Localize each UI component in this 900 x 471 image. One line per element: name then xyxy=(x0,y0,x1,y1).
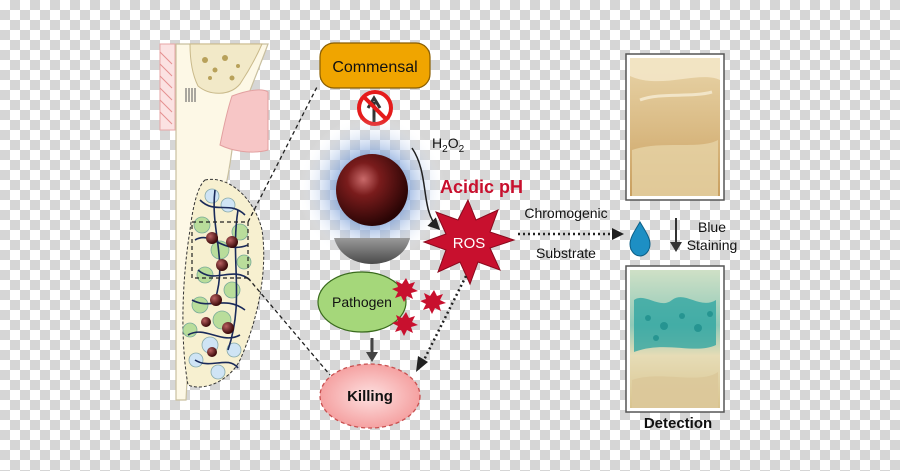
pathogen-node: Pathogen xyxy=(317,271,407,333)
tooth-illustration xyxy=(159,43,269,401)
gum-hatch-lines xyxy=(159,51,173,125)
substrate-label: Substrate xyxy=(536,245,596,261)
staining-label: Staining xyxy=(687,237,738,253)
zoom-box xyxy=(191,221,249,279)
ros-to-killing-arrow xyxy=(416,275,468,372)
zoom-connectors xyxy=(247,84,331,376)
pulp-dots xyxy=(202,55,240,81)
pulp-area xyxy=(189,43,263,94)
h2o2-to-ros-arrow xyxy=(411,147,441,231)
ros-label: ROS xyxy=(453,235,486,252)
chromogenic-label: Chromogenic xyxy=(524,205,607,221)
comb-lines xyxy=(185,88,196,102)
no-entry-icon xyxy=(357,90,393,126)
droplet-icon xyxy=(629,221,651,257)
binding-cap xyxy=(334,238,410,264)
h2o2-label: H2O2 xyxy=(432,135,465,155)
commensal-label: Commensal xyxy=(332,59,417,76)
photo-after xyxy=(625,265,725,413)
photo-before xyxy=(625,53,725,201)
biofilm-nanoparticles xyxy=(201,232,238,357)
commensal-node: Commensal xyxy=(319,42,431,89)
detection-label: Detection xyxy=(644,415,712,432)
nanoparticle xyxy=(336,154,408,226)
acidic-ph-label: Acidic pH xyxy=(440,177,523,197)
ros-to-detection-arrow xyxy=(518,228,624,240)
blue-staining-arrow xyxy=(670,218,682,252)
killing-label: Killing xyxy=(347,388,393,405)
gum-tissue xyxy=(219,89,269,153)
blue-label: Blue xyxy=(698,219,726,235)
pathogen-to-killing-arrow xyxy=(366,338,378,362)
killing-node: Killing xyxy=(319,363,421,429)
gum-hatch xyxy=(159,43,176,131)
ros-burst: ROS xyxy=(422,198,516,286)
pathogen-label: Pathogen xyxy=(332,294,392,310)
mini-ros-bursts xyxy=(392,278,446,336)
